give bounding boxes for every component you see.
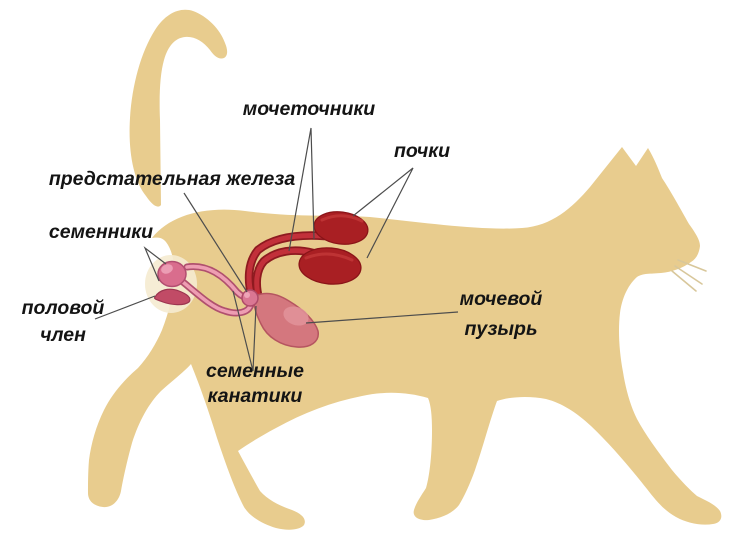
leader-line-prostate bbox=[183, 192, 248, 293]
leader-line-bladder bbox=[305, 311, 459, 324]
label-spermatic-cords: семенные канатики bbox=[205, 359, 305, 409]
label-testes: семенники bbox=[48, 221, 154, 243]
kidney-lower-highlight bbox=[304, 252, 354, 262]
label-penis: половой член bbox=[13, 295, 113, 349]
label-kidneys: почки bbox=[393, 140, 450, 162]
leader-line-cords bbox=[232, 290, 257, 372]
leader-line-testes bbox=[143, 246, 167, 282]
penis-organ bbox=[153, 288, 191, 306]
cat-silhouette bbox=[88, 147, 722, 530]
whiskers-icon bbox=[671, 259, 707, 292]
label-cords-line2: канатики bbox=[207, 385, 303, 407]
leader-line-kidneys bbox=[352, 167, 414, 259]
label-ureters: мочеточники bbox=[242, 98, 376, 120]
spermatic-cord-lower bbox=[181, 280, 253, 315]
leader-line-ureters bbox=[288, 127, 315, 252]
bladder-organ bbox=[253, 292, 319, 348]
prostate-highlight bbox=[244, 292, 250, 298]
label-bladder: мочевой пузырь bbox=[451, 284, 551, 344]
ureter-lower bbox=[254, 248, 316, 302]
leader-lines bbox=[94, 127, 459, 372]
kidney-upper-highlight bbox=[320, 214, 364, 223]
label-bladder-line2: пузырь bbox=[464, 318, 538, 340]
label-prostate-gland: предстательная железа bbox=[48, 168, 296, 190]
label-penis-line2: член bbox=[40, 324, 86, 346]
testis-organ bbox=[157, 260, 187, 288]
leader-line-penis bbox=[94, 295, 156, 320]
label-bladder-line1: мочевой bbox=[459, 288, 543, 310]
label-penis-line1: половой bbox=[21, 297, 105, 319]
ureter-upper bbox=[246, 233, 327, 300]
testis-highlight bbox=[161, 264, 173, 274]
label-cords-line1: семенные bbox=[205, 360, 304, 382]
bladder-highlight bbox=[283, 306, 309, 326]
prostate-organ bbox=[241, 289, 259, 307]
cat-tail bbox=[129, 9, 228, 207]
